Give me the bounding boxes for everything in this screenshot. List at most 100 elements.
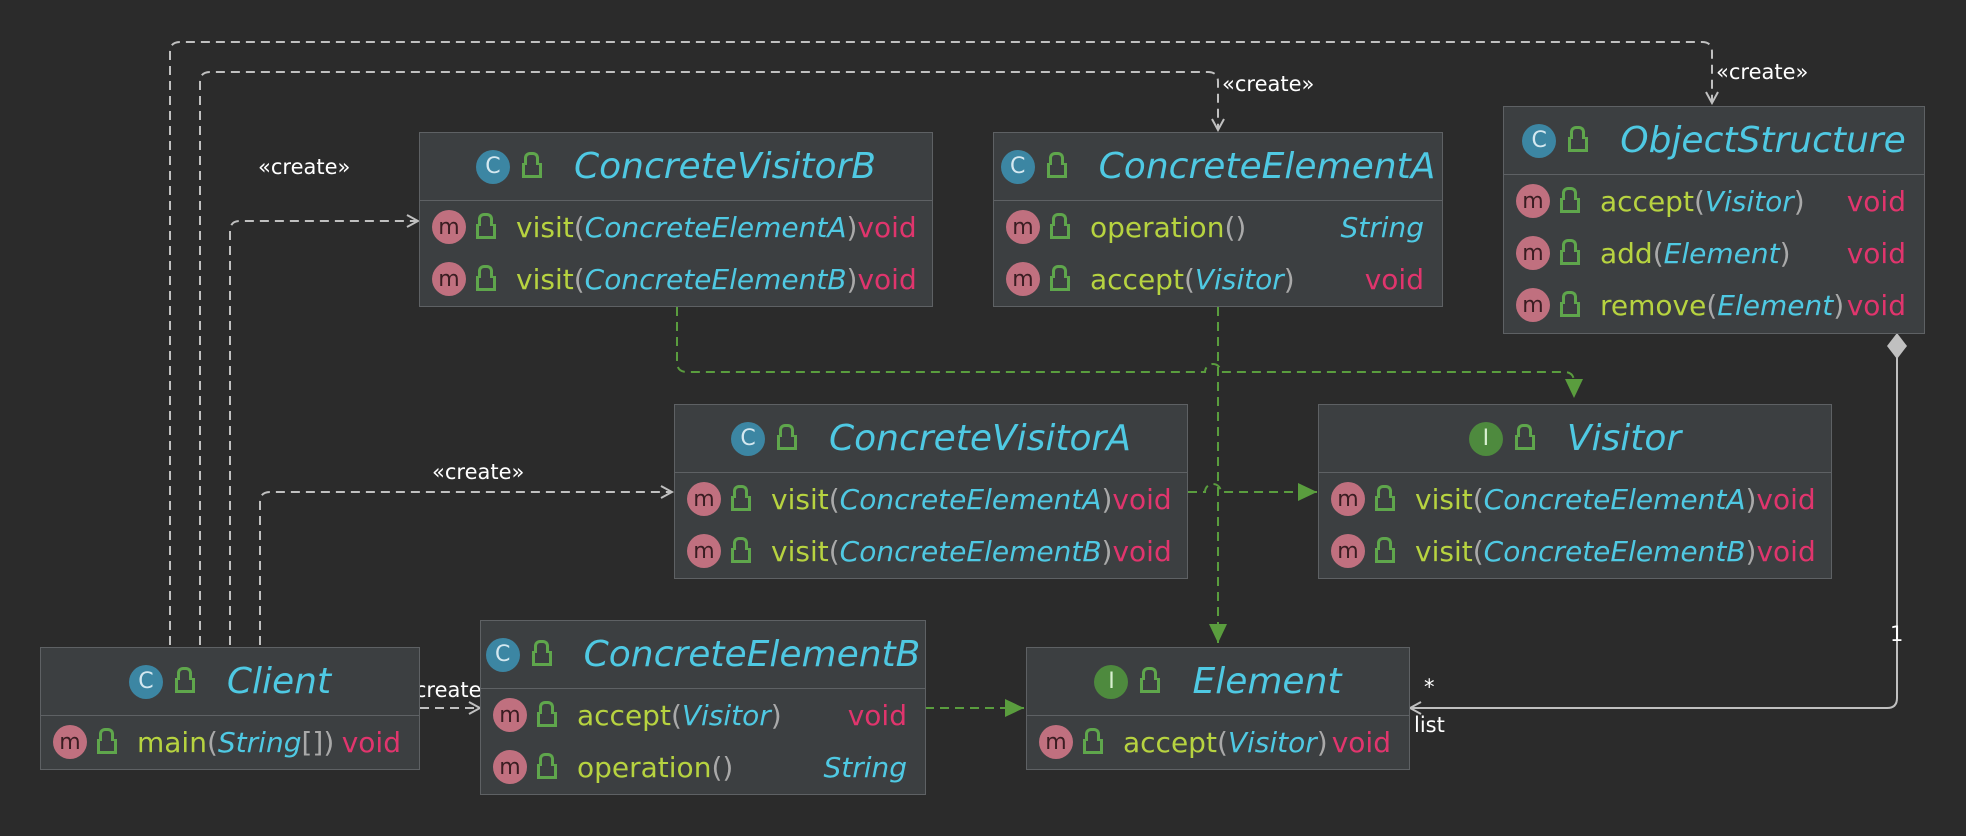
close-paren: ) [1745, 482, 1757, 516]
method-icon: m [432, 210, 466, 244]
method-name: visit [771, 534, 829, 568]
aggregation-diamond [1887, 333, 1907, 359]
return-type: void [1364, 262, 1424, 296]
param-type: ConcreteElementA [839, 482, 1102, 516]
class-name[interactable]: Element [1192, 661, 1342, 702]
public-lock-icon [731, 484, 751, 511]
public-lock-icon [1050, 264, 1070, 291]
method-name: accept [1123, 725, 1217, 759]
param-type: ConcreteElementA [1483, 482, 1746, 516]
public-lock-icon [777, 424, 798, 450]
close-paren: ) [1793, 184, 1805, 218]
class-name[interactable]: Visitor [1566, 418, 1682, 459]
method-name: accept [1600, 184, 1694, 218]
open-paren: ( [1472, 482, 1484, 516]
public-lock-icon [537, 752, 557, 779]
class-name[interactable]: Client [226, 661, 332, 702]
return-type: String [823, 750, 907, 784]
method-name: visit [516, 210, 574, 244]
method-name: visit [1415, 534, 1473, 568]
class-name[interactable]: ConcreteElementA [1098, 146, 1436, 187]
method-name: accept [577, 698, 671, 732]
role-list: list [1414, 713, 1445, 737]
method-icon: m [687, 534, 721, 568]
public-lock-icon [97, 727, 117, 754]
close-paren: ) [722, 750, 734, 784]
public-lock-icon [537, 700, 557, 727]
param-type: Visitor [1704, 184, 1794, 218]
param-type: ConcreteElementB [839, 534, 1102, 568]
close-paren: ) [846, 262, 858, 296]
public-lock-icon [476, 212, 496, 239]
method-icon: m [1006, 262, 1040, 296]
class-header: I Visitor [1319, 405, 1831, 473]
return-type: void [1846, 288, 1906, 322]
multiplicity-many: * [1424, 675, 1435, 699]
method-name: visit [516, 262, 574, 296]
method-name: remove [1600, 288, 1707, 322]
class-header: C ConcreteVisitorB [420, 133, 932, 201]
close-paren: ) [1779, 236, 1791, 270]
class-header: C ConcreteVisitorA [675, 405, 1187, 473]
method-name: visit [771, 482, 829, 516]
concretevisitora-implements-visitor [1188, 483, 1317, 501]
method-name: add [1600, 236, 1653, 270]
public-lock-icon [174, 667, 195, 693]
open-paren: ( [573, 210, 585, 244]
public-lock-icon [1514, 424, 1535, 450]
return-type: void [857, 210, 917, 244]
class-name[interactable]: ConcreteVisitorA [829, 418, 1131, 459]
create-label-visitora: «create» [432, 460, 525, 484]
return-type: void [857, 262, 917, 296]
public-lock-icon [1046, 152, 1067, 178]
method-icon: m [1516, 236, 1550, 270]
class-icon: C [731, 421, 766, 456]
open-paren: ( [670, 698, 682, 732]
method-icon: m [53, 725, 87, 759]
return-type: void [1112, 482, 1172, 516]
class-name[interactable]: ConcreteVisitorB [573, 146, 876, 187]
class-icon: C [475, 149, 510, 184]
public-lock-icon [1140, 667, 1161, 693]
open-paren: ( [206, 725, 218, 759]
class-name[interactable]: ObjectStructure [1620, 120, 1906, 161]
open-paren: ( [711, 750, 723, 784]
close-paren: ) [1101, 482, 1113, 516]
close-paren: ) [1745, 534, 1757, 568]
close-paren: ) [846, 210, 858, 244]
create-label-elementa: «create» [1222, 72, 1315, 96]
return-type: void [1756, 482, 1816, 516]
return-type: void [847, 698, 907, 732]
method-name: operation [1090, 210, 1225, 244]
param-type: Visitor [1194, 262, 1284, 296]
interface-icon: I [1468, 421, 1503, 456]
class-name[interactable]: ConcreteElementB [583, 634, 921, 675]
